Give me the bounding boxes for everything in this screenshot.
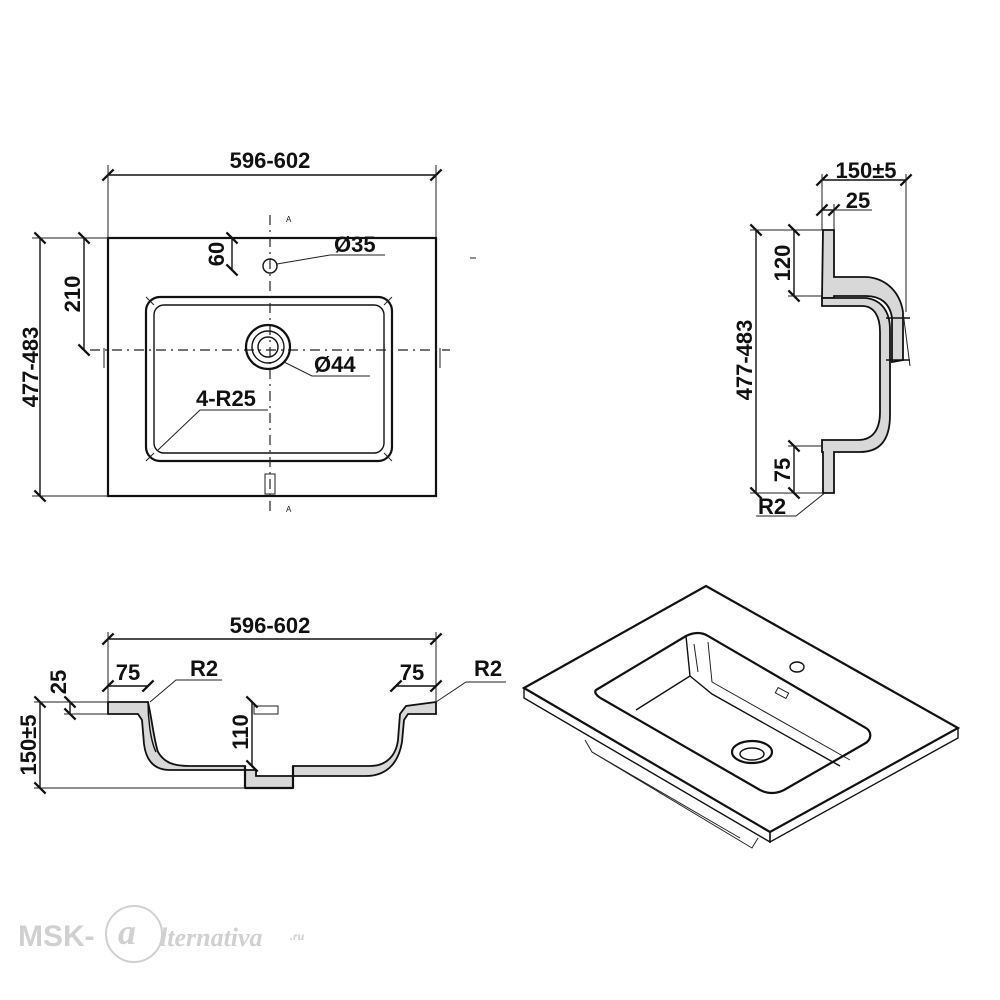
front-left-radius-label: R2 xyxy=(190,656,218,681)
top-view-bowl-outer xyxy=(144,295,394,463)
front-rim-label: 25 xyxy=(46,670,71,694)
watermark: MSK- a lternativa .ru xyxy=(18,905,305,963)
front-right-margin-label: 75 xyxy=(400,660,424,685)
side-top-gap-label: 120 xyxy=(770,245,795,282)
side-bottom-gap-label: 75 xyxy=(770,458,795,482)
corner-radius-label: 4-R25 xyxy=(196,386,256,411)
front-view-section xyxy=(107,700,437,789)
top-width-label: 596-602 xyxy=(230,148,311,173)
hole-offset-label: 210 xyxy=(60,276,85,313)
watermark-letter: a xyxy=(118,912,136,952)
iso-bowl-rim xyxy=(594,631,872,795)
side-radius-label: R2 xyxy=(758,494,786,519)
watermark-domain: .ru xyxy=(290,929,305,943)
side-rim-label: 25 xyxy=(846,188,870,213)
iso-drain xyxy=(730,739,774,765)
front-height-label: 150±5 xyxy=(16,714,41,775)
watermark-suffix: lternativa xyxy=(160,923,263,952)
iso-tap-hole xyxy=(789,661,805,673)
top-depth-label: 477-483 xyxy=(18,327,43,408)
front-right-radius-label: R2 xyxy=(474,656,502,681)
side-view-section xyxy=(821,229,904,364)
side-depth-label: 477-483 xyxy=(732,320,757,401)
isometric-view xyxy=(521,584,961,849)
tap-hole xyxy=(262,258,278,274)
side-view: 150±5 25 477-483 120 75 R2 xyxy=(732,158,913,519)
top-view-bowl-inner xyxy=(153,304,385,454)
watermark-prefix: MSK- xyxy=(18,920,95,953)
svg-text:A: A xyxy=(286,215,292,224)
top-view: A A 596-602 477-483 210 60 Ø35 Ø44 xyxy=(18,148,476,515)
drain-hole xyxy=(244,323,292,371)
iso-slab-top xyxy=(521,584,961,834)
front-width-label: 596-602 xyxy=(230,613,311,638)
tap-offset-label: 60 xyxy=(204,242,229,266)
side-height-label: 150±5 xyxy=(835,158,896,183)
front-bowl-depth-label: 110 xyxy=(228,714,253,750)
drain-label: Ø44 xyxy=(314,352,356,377)
tap-hole-label: Ø35 xyxy=(334,232,376,257)
front-left-margin-label: 75 xyxy=(116,660,140,685)
top-view-outline xyxy=(106,236,438,498)
front-view: 596-602 75 75 R2 R2 25 150±5 110 xyxy=(16,613,506,795)
svg-text:A: A xyxy=(286,505,292,514)
watermark-logo-circle xyxy=(105,905,163,963)
